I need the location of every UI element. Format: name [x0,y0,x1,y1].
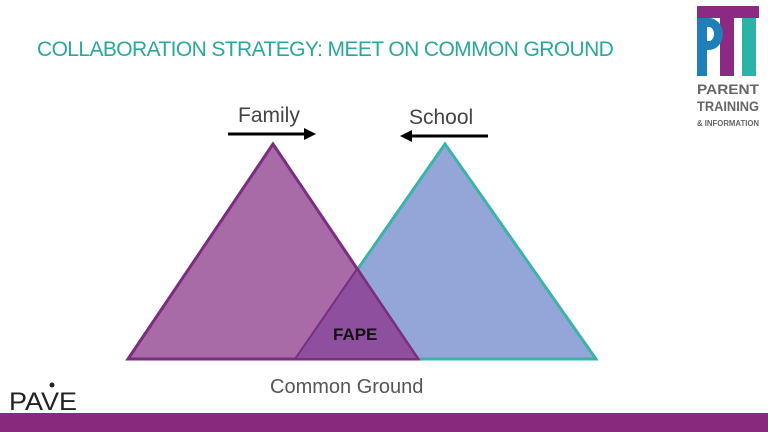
svg-text:& INFORMATION: & INFORMATION [697,119,759,128]
svg-text:TRAINING: TRAINING [697,98,759,114]
pti-logo: PARENT TRAINING & INFORMATION [697,6,759,128]
school-label: School [409,106,474,129]
common-ground-label: Common Ground [270,376,424,398]
svg-text:PARENT: PARENT [697,81,759,97]
overlap-triangle [293,267,420,360]
family-label: Family [238,104,300,127]
bottom-bar [0,413,768,432]
slide-title: COLLABORATION STRATEGY: MEET ON COMMON G… [37,38,614,61]
family-arrow [228,128,316,140]
svg-text:PAVE: PAVE [9,388,77,416]
fape-label: FAPE [333,325,378,344]
school-arrow [400,130,488,142]
pave-logo: PAVE [9,382,77,416]
